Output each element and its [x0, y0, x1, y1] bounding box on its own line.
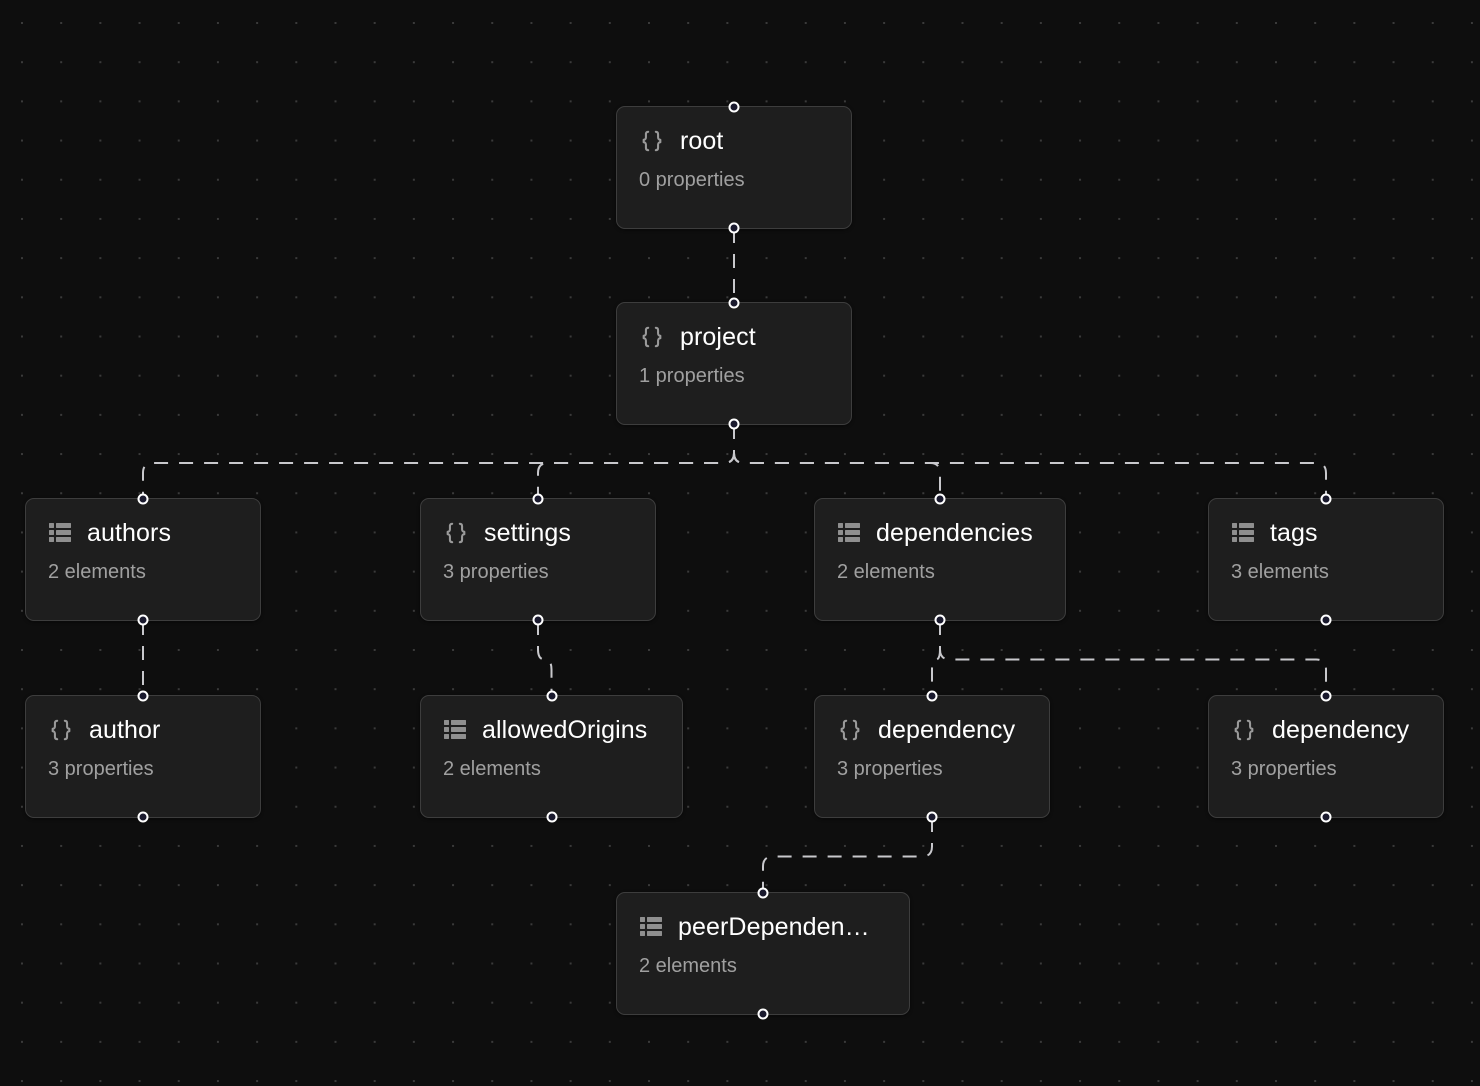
- graph-edge-dependency1-peerDependencies[interactable]: [762, 818, 933, 892]
- graph-node-dependencies[interactable]: dependencies 2 elements: [814, 493, 1066, 626]
- graph-node-root[interactable]: root 0 properties: [616, 101, 852, 234]
- node-subtitle: 3 elements: [1231, 561, 1329, 583]
- node-label: authors: [87, 518, 172, 547]
- node-label: allowedOrigins: [482, 715, 648, 744]
- node-handle-source[interactable]: [757, 1008, 769, 1020]
- graph-edge-project-authors[interactable]: [142, 425, 735, 498]
- node-handle-target[interactable]: [137, 493, 149, 505]
- node-title-row: allowedOrigins: [421, 696, 682, 744]
- node-subtitle: 2 elements: [639, 955, 737, 977]
- node-handle-target[interactable]: [934, 493, 946, 505]
- graph-node-project[interactable]: project 1 properties: [616, 297, 852, 430]
- node-subtitle: 3 properties: [443, 561, 549, 583]
- node-handle-target[interactable]: [728, 101, 740, 113]
- list-rows-icon: [639, 917, 663, 937]
- node-handle-target[interactable]: [532, 493, 544, 505]
- graph-node-peerDependencies[interactable]: peerDependen… 2 elements: [616, 887, 910, 1020]
- node-label: dependencies: [876, 518, 1033, 547]
- list-rows-icon: [48, 523, 72, 543]
- node-label: dependency: [878, 715, 1016, 744]
- graph-node-authors[interactable]: authors 2 elements: [25, 493, 261, 626]
- node-title-row: authors: [26, 499, 260, 547]
- node-handle-source[interactable]: [728, 222, 740, 234]
- node-handle-source[interactable]: [934, 614, 946, 626]
- graph-edge-project-settings[interactable]: [537, 425, 735, 498]
- graph-edge-dependencies-dependency2[interactable]: [939, 621, 1327, 695]
- curly-braces-icon: [639, 128, 665, 154]
- node-title-row: dependencies: [815, 499, 1065, 547]
- node-handle-target[interactable]: [757, 887, 769, 899]
- curly-braces-icon: [639, 324, 665, 350]
- node-handle-source[interactable]: [137, 811, 149, 823]
- list-rows-icon: [1231, 523, 1255, 543]
- node-handle-target[interactable]: [926, 690, 938, 702]
- graph-node-tags[interactable]: tags 3 elements: [1208, 493, 1444, 626]
- graph-edge-project-tags[interactable]: [733, 425, 1327, 498]
- node-handle-target[interactable]: [1320, 690, 1332, 702]
- node-title-row: peerDependen…: [617, 893, 909, 941]
- node-handle-target[interactable]: [1320, 493, 1332, 505]
- node-handle-source[interactable]: [728, 418, 740, 430]
- graph-node-dependency2[interactable]: dependency 3 properties: [1208, 690, 1444, 823]
- node-label: peerDependen…: [678, 912, 870, 941]
- graph-node-dependency1[interactable]: dependency 3 properties: [814, 690, 1050, 823]
- curly-braces-icon: [1231, 717, 1257, 743]
- node-title-row: project: [617, 303, 851, 351]
- node-title-row: tags: [1209, 499, 1443, 547]
- curly-braces-icon: [48, 717, 74, 743]
- node-handle-target[interactable]: [546, 690, 557, 702]
- node-title-row: author: [26, 696, 260, 744]
- list-rows-icon: [837, 523, 861, 543]
- node-label: author: [89, 715, 161, 744]
- node-title-row: dependency: [815, 696, 1049, 744]
- node-subtitle: 3 properties: [837, 758, 943, 780]
- node-handle-source[interactable]: [532, 614, 544, 626]
- node-subtitle: 3 properties: [48, 758, 154, 780]
- node-label: dependency: [1272, 715, 1410, 744]
- node-subtitle: 2 elements: [48, 561, 146, 583]
- node-handle-target[interactable]: [137, 690, 149, 702]
- node-label: tags: [1270, 518, 1318, 547]
- node-label: settings: [484, 518, 571, 547]
- node-title-row: dependency: [1209, 696, 1443, 744]
- graph-node-allowedOrigins[interactable]: allowedOrigins 2 elements: [420, 690, 683, 823]
- graph-node-author[interactable]: author 3 properties: [25, 690, 261, 823]
- graph-edge-settings-allowedOrigins[interactable]: [537, 621, 553, 695]
- node-label: project: [680, 322, 756, 351]
- node-handle-source[interactable]: [137, 614, 149, 626]
- curly-braces-icon: [443, 520, 469, 546]
- node-handle-target[interactable]: [728, 297, 740, 309]
- node-subtitle: 3 properties: [1231, 758, 1337, 780]
- node-subtitle: 2 elements: [837, 561, 935, 583]
- graph-node-settings[interactable]: settings 3 properties: [420, 493, 656, 626]
- node-subtitle: 1 properties: [639, 365, 745, 387]
- node-title-row: settings: [421, 499, 655, 547]
- node-handle-source[interactable]: [1320, 614, 1332, 626]
- graph-edge-project-dependencies[interactable]: [733, 425, 941, 498]
- curly-braces-icon: [837, 717, 863, 743]
- node-subtitle: 2 elements: [443, 758, 541, 780]
- node-handle-source[interactable]: [1320, 811, 1332, 823]
- graph-edge-dependencies-dependency1[interactable]: [931, 621, 941, 695]
- node-title-row: root: [617, 107, 851, 155]
- node-handle-source[interactable]: [926, 811, 938, 823]
- node-subtitle: 0 properties: [639, 169, 745, 191]
- node-label: root: [680, 126, 724, 155]
- node-handle-source[interactable]: [546, 811, 557, 823]
- list-rows-icon: [443, 720, 467, 740]
